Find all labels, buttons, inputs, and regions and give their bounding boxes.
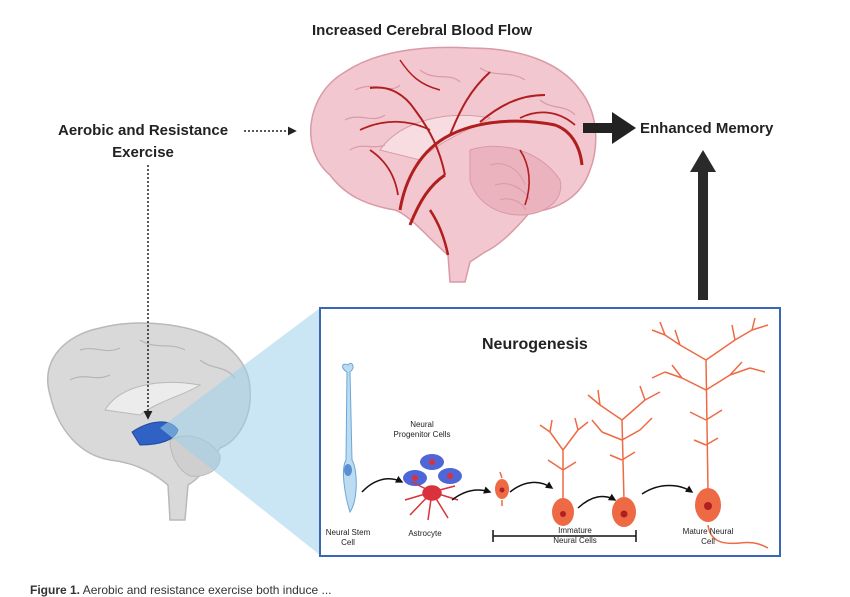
gray-brain-icon <box>47 322 251 521</box>
astrocyte-label: Astrocyte <box>408 529 442 538</box>
neural-stem-cell-label-line1: Neural Stem <box>325 528 371 537</box>
neural-stem-cell-label-line2: Cell <box>341 538 355 547</box>
stage-arrow-5 <box>641 484 694 495</box>
neural-stem-cell-icon <box>342 362 357 514</box>
progenitor-cells-icon <box>403 454 462 486</box>
immature-range-bracket <box>492 530 637 542</box>
immature-label-line1: Immature <box>558 526 592 535</box>
blood-flow-to-memory-arrow <box>583 112 636 144</box>
neural-progenitor-label-line2: Progenitor Cells <box>393 430 451 439</box>
stage-arrow-4 <box>577 493 617 509</box>
stage-arrow-1 <box>361 475 404 493</box>
neural-stem-cell-label: Neural Stem Cell <box>322 528 374 548</box>
figure-caption-label: Figure 1. <box>30 583 81 597</box>
neurogenesis-title: Neurogenesis <box>482 336 588 353</box>
immature-label-line2: Neural Cells <box>553 536 597 545</box>
mature-neural-cell-label: Mature Neural Cell <box>680 527 736 547</box>
neural-progenitor-label-line1: Neural <box>410 420 434 429</box>
figure-caption-text: Aerobic and resistance exercise both ind… <box>82 583 332 597</box>
pink-brain-icon <box>309 46 597 283</box>
neurogenesis-to-memory-arrow <box>690 150 716 300</box>
figure-caption: Figure 1. Aerobic and resistance exercis… <box>30 583 332 597</box>
stage-arrow-2 <box>451 486 492 501</box>
immature-neural-cells-label: Immature Neural Cells <box>540 526 610 546</box>
exercise-label: Aerobic and Resistance Exercise <box>58 120 228 164</box>
mature-label-line2: Cell <box>701 537 715 546</box>
cerebral-blood-flow-label: Increased Cerebral Blood Flow <box>312 22 533 39</box>
enhanced-memory-label: Enhanced Memory <box>640 120 774 137</box>
zoom-projection <box>160 308 320 555</box>
immature-neuron-large-icon <box>587 385 661 527</box>
mature-neuron-icon <box>651 317 769 549</box>
astrocyte-icon <box>404 481 459 521</box>
exercise-label-line2: Exercise <box>112 144 174 161</box>
neural-progenitor-label: Neural Progenitor Cells <box>388 420 456 440</box>
mature-label-line1: Mature Neural <box>682 527 734 536</box>
stage-arrow-3 <box>509 481 554 493</box>
immature-neuron-small-icon <box>495 471 509 506</box>
exercise-label-line1: Aerobic and Resistance <box>58 122 229 139</box>
immature-neuron-medium-icon <box>539 417 589 526</box>
